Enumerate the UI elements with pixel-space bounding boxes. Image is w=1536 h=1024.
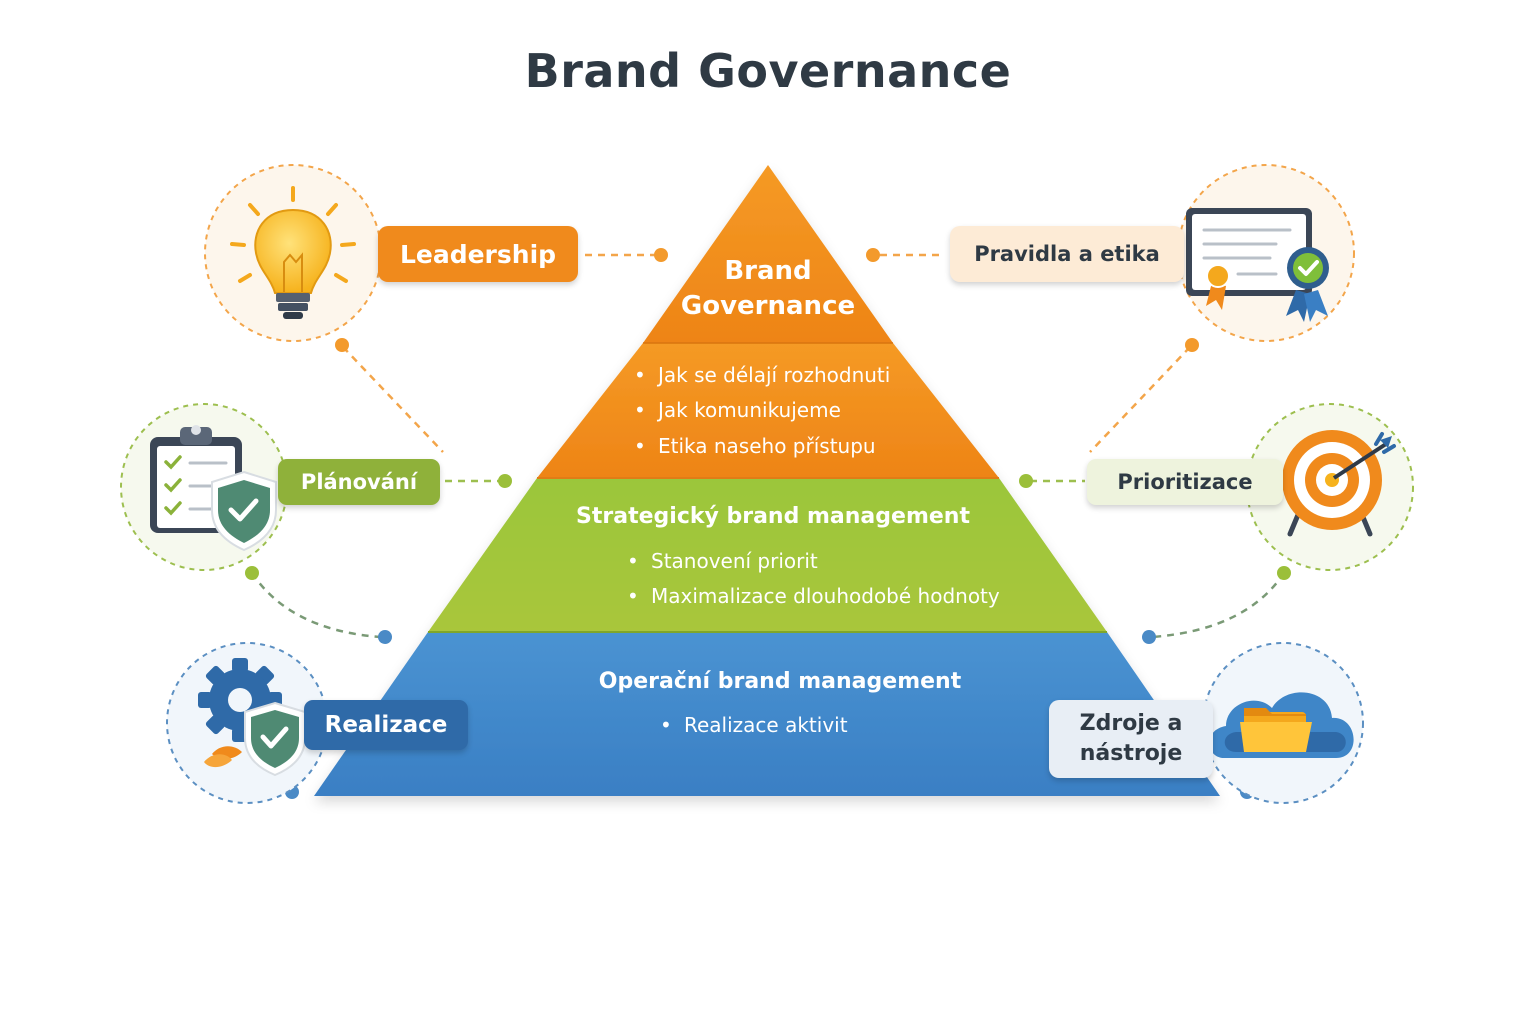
label-zdroje-line2: nástroje: [1079, 741, 1183, 766]
bullet-etika: Etika naseho přístupu: [634, 434, 876, 458]
certificate-icon: [1186, 208, 1329, 322]
page-title: Brand Governance: [524, 44, 1012, 98]
gear-shield-icon: [198, 658, 306, 777]
tier-heading-operational: Operační brand management: [598, 669, 962, 694]
bullet-hodnoty: Maximalizace dlouhodobé hodnoty: [627, 584, 1000, 608]
bullet-aktivit: Realizace aktivit: [660, 713, 848, 737]
bullet-komunikujeme: Jak komunikujeme: [634, 398, 841, 422]
cloud-folder-icon: [1209, 692, 1354, 758]
clipboard-shield-icon: [150, 425, 277, 552]
tier-heading-strategic: Strategický brand management: [576, 504, 970, 529]
label-planovani: Plánování: [278, 459, 440, 505]
bullet-priorit: Stanovení priorit: [627, 549, 818, 573]
label-pravidla: Pravidla a etika: [950, 226, 1184, 282]
bullet-rozhodnuti: Jak se délají rozhodnuti: [634, 363, 890, 387]
label-prioritizace: Prioritizace: [1087, 459, 1283, 505]
label-leadership: Leadership: [378, 226, 578, 282]
label-realizace: Realizace: [304, 700, 468, 750]
label-zdroje-line1: Zdroje a: [1079, 711, 1183, 736]
tier-top: [643, 165, 893, 343]
connectors: [250, 253, 1286, 639]
lightbulb-icon: [230, 186, 356, 319]
target-icon: [1282, 430, 1396, 537]
connector-dots: [245, 248, 1291, 799]
pyramid-top-label: Brand Governance: [680, 256, 856, 321]
label-zdroje: Zdroje a nástroje: [1049, 700, 1213, 778]
